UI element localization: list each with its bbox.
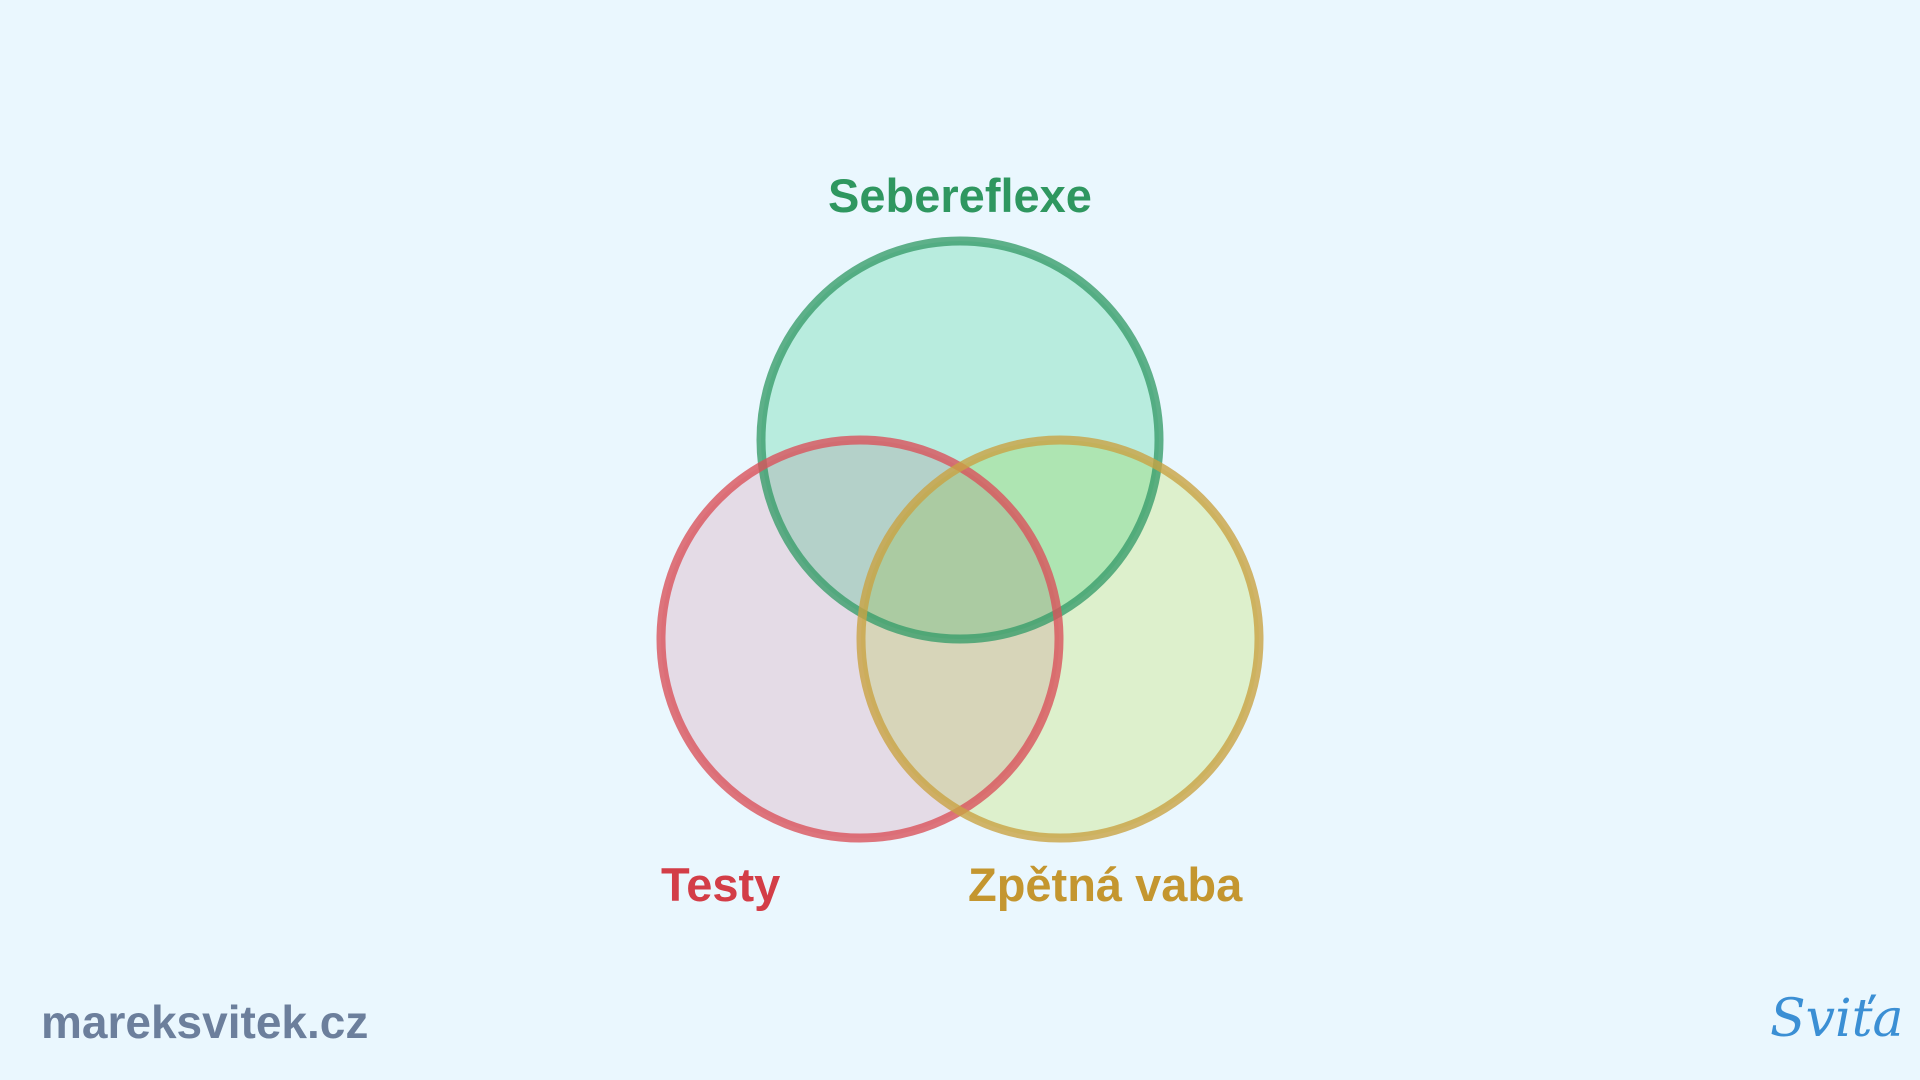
label-zpetna-vaba: Zpětná vaba — [968, 858, 1243, 911]
circle-zpetna-vaba-outline — [856, 435, 1264, 843]
website-url: mareksvitek.cz — [41, 996, 368, 1048]
signature-logo: Sviťa — [1770, 989, 1904, 1049]
label-testy: Testy — [661, 858, 780, 911]
venn-outlines — [656, 236, 1264, 843]
circle-sebereflexe-outline — [756, 236, 1164, 644]
label-sebereflexe: Sebereflexe — [828, 169, 1092, 222]
circle-testy-outline — [656, 435, 1064, 843]
venn-fills — [661, 241, 1259, 838]
